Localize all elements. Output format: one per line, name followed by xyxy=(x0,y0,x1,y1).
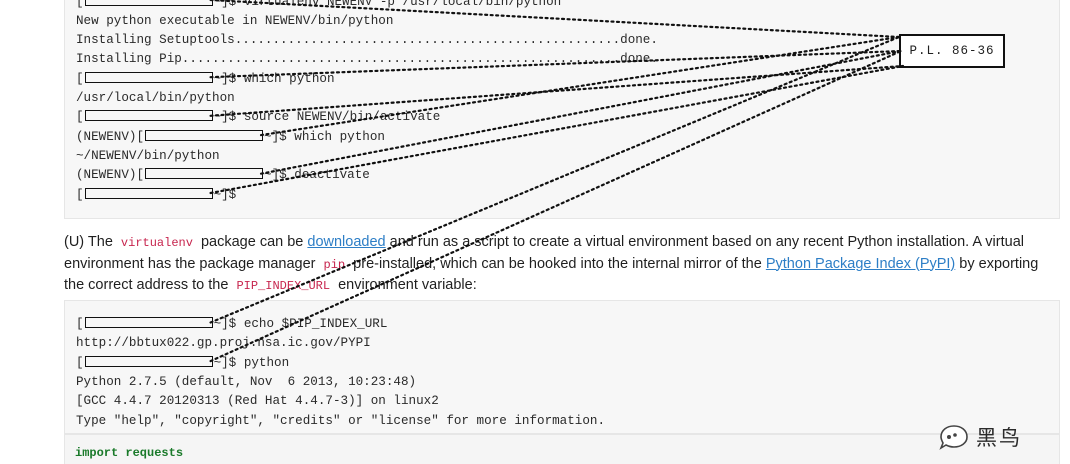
code-line: Installing Pip..........................… xyxy=(76,50,658,69)
code-line: http://bbtux022.gp.proj.nsa.ic.gov/PYPI xyxy=(76,334,371,353)
code-line: [ ~]$ python xyxy=(76,354,289,373)
prompt-bracket: [ xyxy=(136,168,145,183)
space xyxy=(236,317,244,331)
prompt-bracket: [ xyxy=(76,355,84,370)
output-text: Python 2.7.5 (default, Nov 6 2013, 10:23… xyxy=(76,374,417,389)
code-line: /usr/local/bin/python xyxy=(76,89,235,108)
code-line: ~/NEWENV/bin/python xyxy=(76,147,220,166)
prompt-suffix: ~]$ xyxy=(213,0,237,9)
explanation-paragraph: (U) The virtualenv package can be downlo… xyxy=(64,232,1054,297)
space xyxy=(236,0,244,9)
classification-marker: (U) The xyxy=(64,234,113,250)
code-line: Type "help", "copyright", "credits" or "… xyxy=(76,412,605,431)
code-line: [ ~]$ which python xyxy=(76,70,335,89)
code-line: New python executable in NEWENV/bin/pyth… xyxy=(76,12,393,31)
code-block-virtualenv: [ ~]$ virtualenv NEWENV -p /usr/local/bin… xyxy=(64,0,1060,219)
output-text: Installing Pip..........................… xyxy=(76,52,658,67)
command-text: python xyxy=(243,355,290,370)
code-virtualenv: virtualenv xyxy=(120,236,193,250)
command-text: virtualenv NEWENV -p /usr/local/bin/pyth… xyxy=(243,0,562,9)
prompt-bracket: [ xyxy=(76,110,84,125)
redaction-box xyxy=(84,71,213,83)
pl-label-text: P.L. 86-36 xyxy=(909,44,995,58)
env-prefix: (NEWENV) xyxy=(76,129,137,144)
code-pip: pip xyxy=(323,257,346,272)
para-text-5: environment variable: xyxy=(338,277,477,293)
code-line: [ ~]$ virtualenv NEWENV -p /usr/local/bin… xyxy=(76,0,561,12)
downloaded-link[interactable]: downloaded xyxy=(307,234,386,250)
redaction-box xyxy=(145,129,264,141)
code-line: [ ~]$ source NEWENV/bin/activate xyxy=(76,108,440,127)
output-text: ~/NEWENV/bin/python xyxy=(76,148,220,163)
prompt-suffix: ~]$ xyxy=(213,355,237,370)
command-text: deactivate xyxy=(294,168,370,183)
output-text: Type "help", "copyright", "credits" or "… xyxy=(76,413,606,428)
prompt-bracket: [ xyxy=(76,317,84,331)
command-text: echo $PIP_INDEX_URL xyxy=(243,317,388,331)
prompt-suffix: ~]$ xyxy=(264,129,287,144)
prompt-bracket: [ xyxy=(76,187,84,202)
redaction-box xyxy=(84,0,213,6)
watermark: 黑鸟 xyxy=(938,422,1022,452)
output-text: [GCC 4.4.7 20120313 (Red Hat 4.4.7-3)] o… xyxy=(76,394,439,409)
code-line: Installing Setuptools...................… xyxy=(76,31,658,50)
prompt-bracket: [ xyxy=(136,129,145,144)
code-line: (NEWENV)[ ~]$ deactivate xyxy=(76,166,370,185)
output-text: New python executable in NEWENV/bin/pyth… xyxy=(76,13,394,28)
redaction-box xyxy=(84,355,213,367)
space xyxy=(236,110,244,124)
output-text: http://bbtux022.gp.proj.nsa.ic.gov/PYPI xyxy=(76,336,371,351)
code-line: [ ~]$ xyxy=(76,186,236,205)
command-text: which python xyxy=(243,71,335,86)
command-text: which python xyxy=(294,129,385,144)
redaction-box xyxy=(84,187,213,199)
code-line: [GCC 4.4.7 20120313 (Red Hat 4.4.7-3)] o… xyxy=(76,392,439,411)
code-line: Python 2.7.5 (default, Nov 6 2013, 10:23… xyxy=(76,373,416,392)
space xyxy=(236,72,244,86)
para-text-4: by exporting the correct address to the xyxy=(64,255,1039,294)
command-text: source NEWENV/bin/activate xyxy=(243,110,441,125)
para-text-3: pre-installed, which can be hooked into … xyxy=(353,255,762,272)
prompt-bracket: [ xyxy=(76,0,84,9)
pypi-link[interactable]: Python Package Index (PyPI) xyxy=(765,255,956,272)
output-text: /usr/local/bin/python xyxy=(76,91,235,105)
redaction-box xyxy=(84,110,213,122)
prompt-suffix: ~]$ xyxy=(264,168,287,183)
code-block-import xyxy=(64,434,1060,464)
redaction-box xyxy=(145,168,264,180)
prompt-bracket: [ xyxy=(76,71,84,86)
output-text: Installing Setuptools...................… xyxy=(76,33,658,48)
space xyxy=(236,356,244,370)
import-line-partial: import requests xyxy=(75,446,184,460)
code-block-pip-index: [ ~]$ echo $PIP_INDEX_URL http://bbtux022.… xyxy=(64,300,1060,434)
prompt-suffix: ~]$ xyxy=(213,317,237,331)
env-prefix: (NEWENV) xyxy=(76,168,137,183)
para-text-1: package can be xyxy=(200,234,304,250)
prompt-suffix: ~]$ xyxy=(213,71,237,86)
prompt-suffix: ~]$ xyxy=(213,110,237,125)
redaction-box xyxy=(84,317,213,328)
code-pip-index-url: PIP_INDEX_URL xyxy=(236,279,331,293)
prompt-suffix: ~]$ xyxy=(213,187,237,202)
code-line: [ ~]$ echo $PIP_INDEX_URL xyxy=(76,315,387,334)
code-line: (NEWENV)[ ~]$ which python xyxy=(76,128,385,147)
watermark-text: 黑鸟 xyxy=(976,426,1022,450)
pl-label-box: P.L. 86-36 xyxy=(899,34,1005,68)
bird-logo-icon xyxy=(939,425,968,450)
